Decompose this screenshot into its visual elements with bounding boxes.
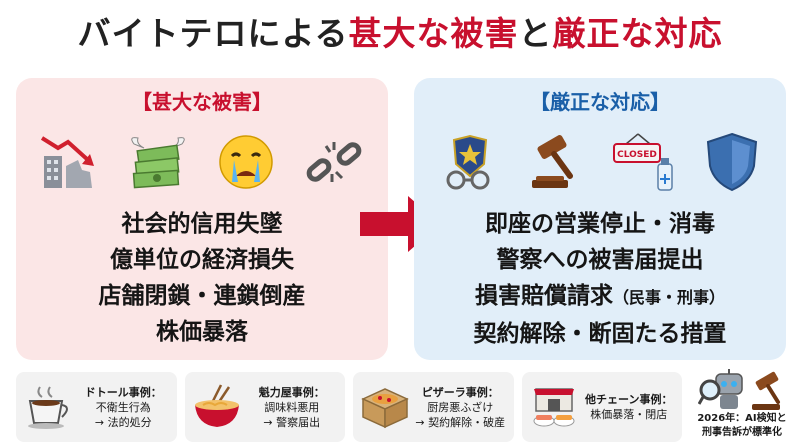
damage-heading: 【甚大な被害】 [132, 90, 272, 114]
ai-note-line: 刑事告訴が標準化 [702, 427, 782, 438]
response-line: 契約解除・断固たる措置 [473, 321, 727, 347]
damage-lines: 社会的信用失墜 億単位の経済損失 店舗閉鎖・連鎖倒産 株価暴落 [16, 206, 388, 350]
coffee-cup-icon [28, 386, 68, 429]
page-title: バイトテロによる甚大な被害と厳正な対応 [0, 8, 800, 60]
case-line: → 契約解除・破産 [415, 415, 506, 429]
ai-note: 2026年：AI検知と 刑事告訴が標準化 [688, 368, 796, 444]
response-line-suffix: （民事・刑事） [612, 288, 725, 307]
response-line-main: 損害賠償請求 [474, 283, 613, 309]
ai-note-line: 2026年：AI検知と [697, 413, 787, 424]
damage-line: 株価暴落 [156, 319, 248, 345]
title-part-1: バイトテロによる [77, 14, 349, 53]
collapsing-building-chart-icon [40, 136, 94, 188]
response-line: 損害賠償請求（民事・刑事） [414, 278, 786, 316]
case-examples: ドトール事例： 不衛生行為 → 法的処分 魁力屋事例： 調味料悪用 → 警察届出… [16, 372, 682, 442]
case-line: → 法的処分 [94, 415, 152, 429]
sushi-shop-icon [533, 388, 574, 427]
robot-magnifier-gavel-icon [698, 369, 780, 410]
case-line: 調味料悪用 [264, 400, 320, 414]
broken-chain-icon [306, 142, 362, 182]
ai-note-text: 2026年：AI検知と 刑事告訴が標準化 [688, 412, 796, 440]
shield-icon [706, 132, 758, 192]
closed-sign-spray-icon: CLOSED [613, 133, 673, 191]
case-line: 不衛生行為 [95, 400, 151, 414]
title-part-4: 厳正な対応 [552, 14, 723, 53]
police-badge-handcuffs-icon [446, 134, 490, 190]
response-line: 警察への被害届提出 [496, 247, 704, 273]
damage-line: 社会的信用失墜 [121, 211, 283, 237]
response-panel: 【厳正な対応】 CLOSED [414, 78, 786, 360]
ramen-bowl-icon [194, 384, 239, 427]
case-line: 厨房悪ふざけ [427, 400, 494, 414]
title-part-3: と [518, 14, 553, 53]
case-title: ドトール事例： [84, 385, 162, 399]
case-text: 魁力屋事例： 調味料悪用 → 警察届出 [243, 385, 346, 430]
case-text: ドトール事例： 不衛生行為 → 法的処分 [74, 385, 177, 430]
case-line: → 警察届出 [263, 415, 321, 429]
case-title: 魁力屋事例： [258, 385, 325, 399]
pizza-box-icon [361, 388, 409, 429]
case-line: 株価暴落・閉店 [590, 408, 668, 421]
closed-sign-text: CLOSED [617, 150, 657, 160]
crying-face-icon [219, 135, 273, 189]
case-card-kairikiya: 魁力屋事例： 調味料悪用 → 警察届出 [184, 372, 346, 442]
damage-line: 店舗閉鎖・連鎖倒産 [98, 283, 306, 309]
case-card-pizzala: ピザーラ事例： 厨房悪ふざけ → 契約解除・破産 [353, 372, 514, 442]
response-heading: 【厳正な対応】 [530, 90, 670, 114]
response-lines: 即座の営業停止・消毒 警察への被害届提出 損害賠償請求（民事・刑事） 契約解除・… [414, 206, 786, 352]
case-title: ピザーラ事例： [421, 385, 499, 399]
gavel-icon [532, 135, 573, 188]
damage-icon-row [26, 126, 378, 198]
title-part-2: 甚大な被害 [348, 14, 519, 53]
response-line: 即座の営業停止・消毒 [485, 211, 715, 237]
damage-line: 億単位の経済損失 [110, 247, 294, 273]
flying-money-icon [131, 137, 185, 189]
damage-panel: 【甚大な被害】 [16, 78, 388, 360]
case-title: 他チェーン事例： [585, 393, 673, 406]
case-card-doutor: ドトール事例： 不衛生行為 → 法的処分 [16, 372, 177, 442]
case-text: 他チェーン事例： 株価暴落・閉店 [580, 392, 683, 422]
response-icon-row: CLOSED [424, 126, 776, 198]
case-text: ピザーラ事例： 厨房悪ふざけ → 契約解除・破産 [411, 385, 514, 430]
case-card-other-chains: 他チェーン事例： 株価暴落・閉店 [521, 372, 683, 442]
